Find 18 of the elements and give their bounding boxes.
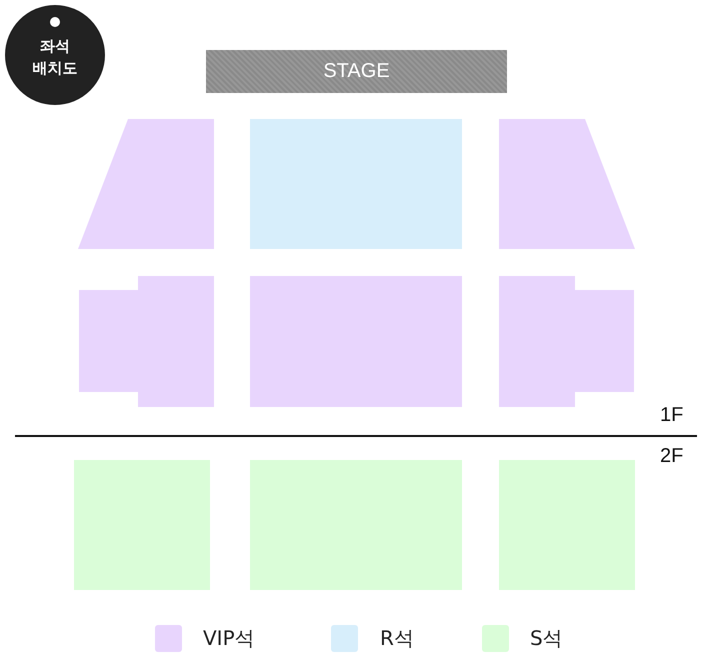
floor-label: 1F xyxy=(660,404,684,427)
legend-label: VIP석 xyxy=(203,625,255,652)
seat-section xyxy=(250,460,462,590)
seat-section xyxy=(575,290,634,392)
seat-section xyxy=(499,276,575,407)
seat-section xyxy=(78,119,214,249)
stage: STAGE xyxy=(206,50,507,93)
badge-text: 좌석 배치도 xyxy=(32,36,78,79)
seat-section xyxy=(74,460,210,590)
floor-label: 2F xyxy=(660,445,684,468)
seat-section xyxy=(138,276,214,407)
seat-section xyxy=(250,276,462,407)
legend-label: S석 xyxy=(530,625,563,652)
seat-section xyxy=(250,119,462,249)
seat-section xyxy=(499,460,635,590)
seat-section xyxy=(79,290,138,392)
legend-label: R석 xyxy=(380,625,414,652)
seat-section xyxy=(499,119,635,249)
